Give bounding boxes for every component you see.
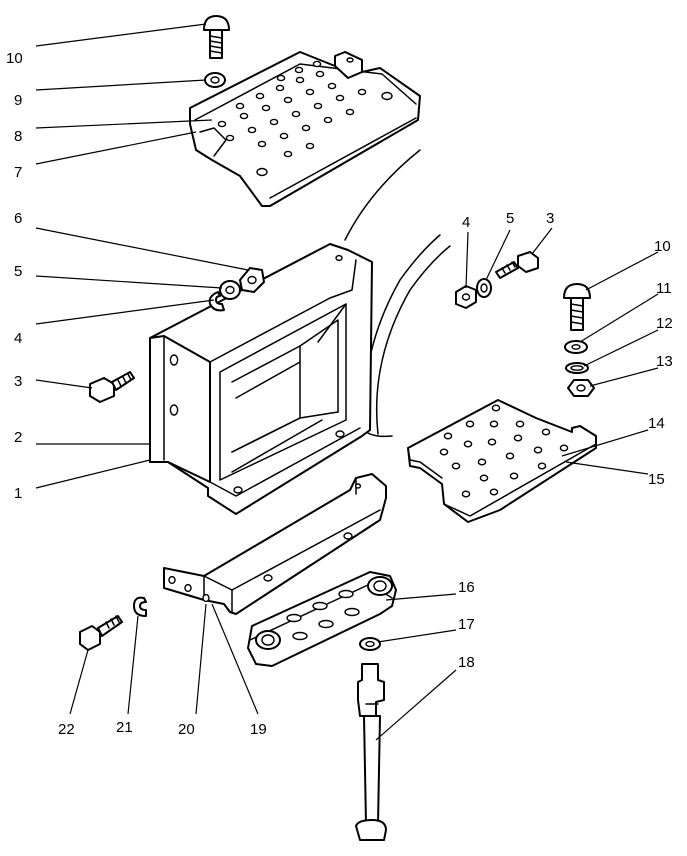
step-plate-top-holes: [217, 60, 367, 158]
mounting-block: [247, 571, 397, 667]
callout-13: 13: [656, 353, 673, 370]
carriage-bolt-right: [563, 283, 591, 331]
callout-12: 12: [656, 315, 673, 332]
callout-7: 7: [14, 164, 22, 181]
callout-10-right: 10: [654, 238, 671, 255]
fasteners-far-right: [564, 340, 595, 397]
callout-labels: 10 9 8 7 6 5 4 3 2 1 4 5 3 10 11 12 13 1…: [6, 50, 673, 738]
callout-6: 6: [14, 210, 22, 227]
bolt-left: [89, 371, 135, 403]
callout-11: 11: [656, 280, 672, 297]
step-plate-right: [407, 399, 597, 523]
washer-top: [204, 72, 226, 88]
callout-16: 16: [458, 579, 475, 596]
callout-22: 22: [58, 721, 75, 738]
callout-3-left: 3: [14, 373, 22, 390]
step-plate-right-holes: [439, 404, 569, 498]
callout-4-right: 4: [462, 214, 470, 231]
callout-14: 14: [648, 415, 665, 432]
callout-4-left: 4: [14, 330, 22, 347]
callout-3-right: 3: [546, 210, 554, 227]
callout-18: 18: [458, 654, 475, 671]
step-plate-top: [189, 51, 421, 207]
main-bracket: [149, 243, 373, 515]
callout-15: 15: [648, 471, 665, 488]
bolt-22: [79, 615, 123, 651]
fasteners-right: [455, 251, 539, 309]
callout-20: 20: [178, 721, 195, 738]
callout-5-left: 5: [14, 263, 22, 280]
leader-lines: [35, 23, 659, 741]
carriage-bolt-top: [203, 15, 230, 59]
callout-19: 19: [250, 721, 267, 738]
callout-8: 8: [14, 128, 22, 145]
callout-9: 9: [14, 92, 22, 109]
lock-washer-21: [133, 596, 147, 617]
fasteners-left: [208, 267, 265, 312]
angle-bracket: [163, 473, 387, 615]
callout-2: 2: [14, 429, 22, 446]
washer-17: [359, 637, 381, 651]
callout-21: 21: [116, 719, 133, 736]
callout-10-top: 10: [6, 50, 23, 67]
callout-1: 1: [14, 485, 22, 502]
callout-5-right: 5: [506, 210, 514, 227]
rod-18: [355, 663, 387, 841]
callout-17: 17: [458, 616, 475, 633]
